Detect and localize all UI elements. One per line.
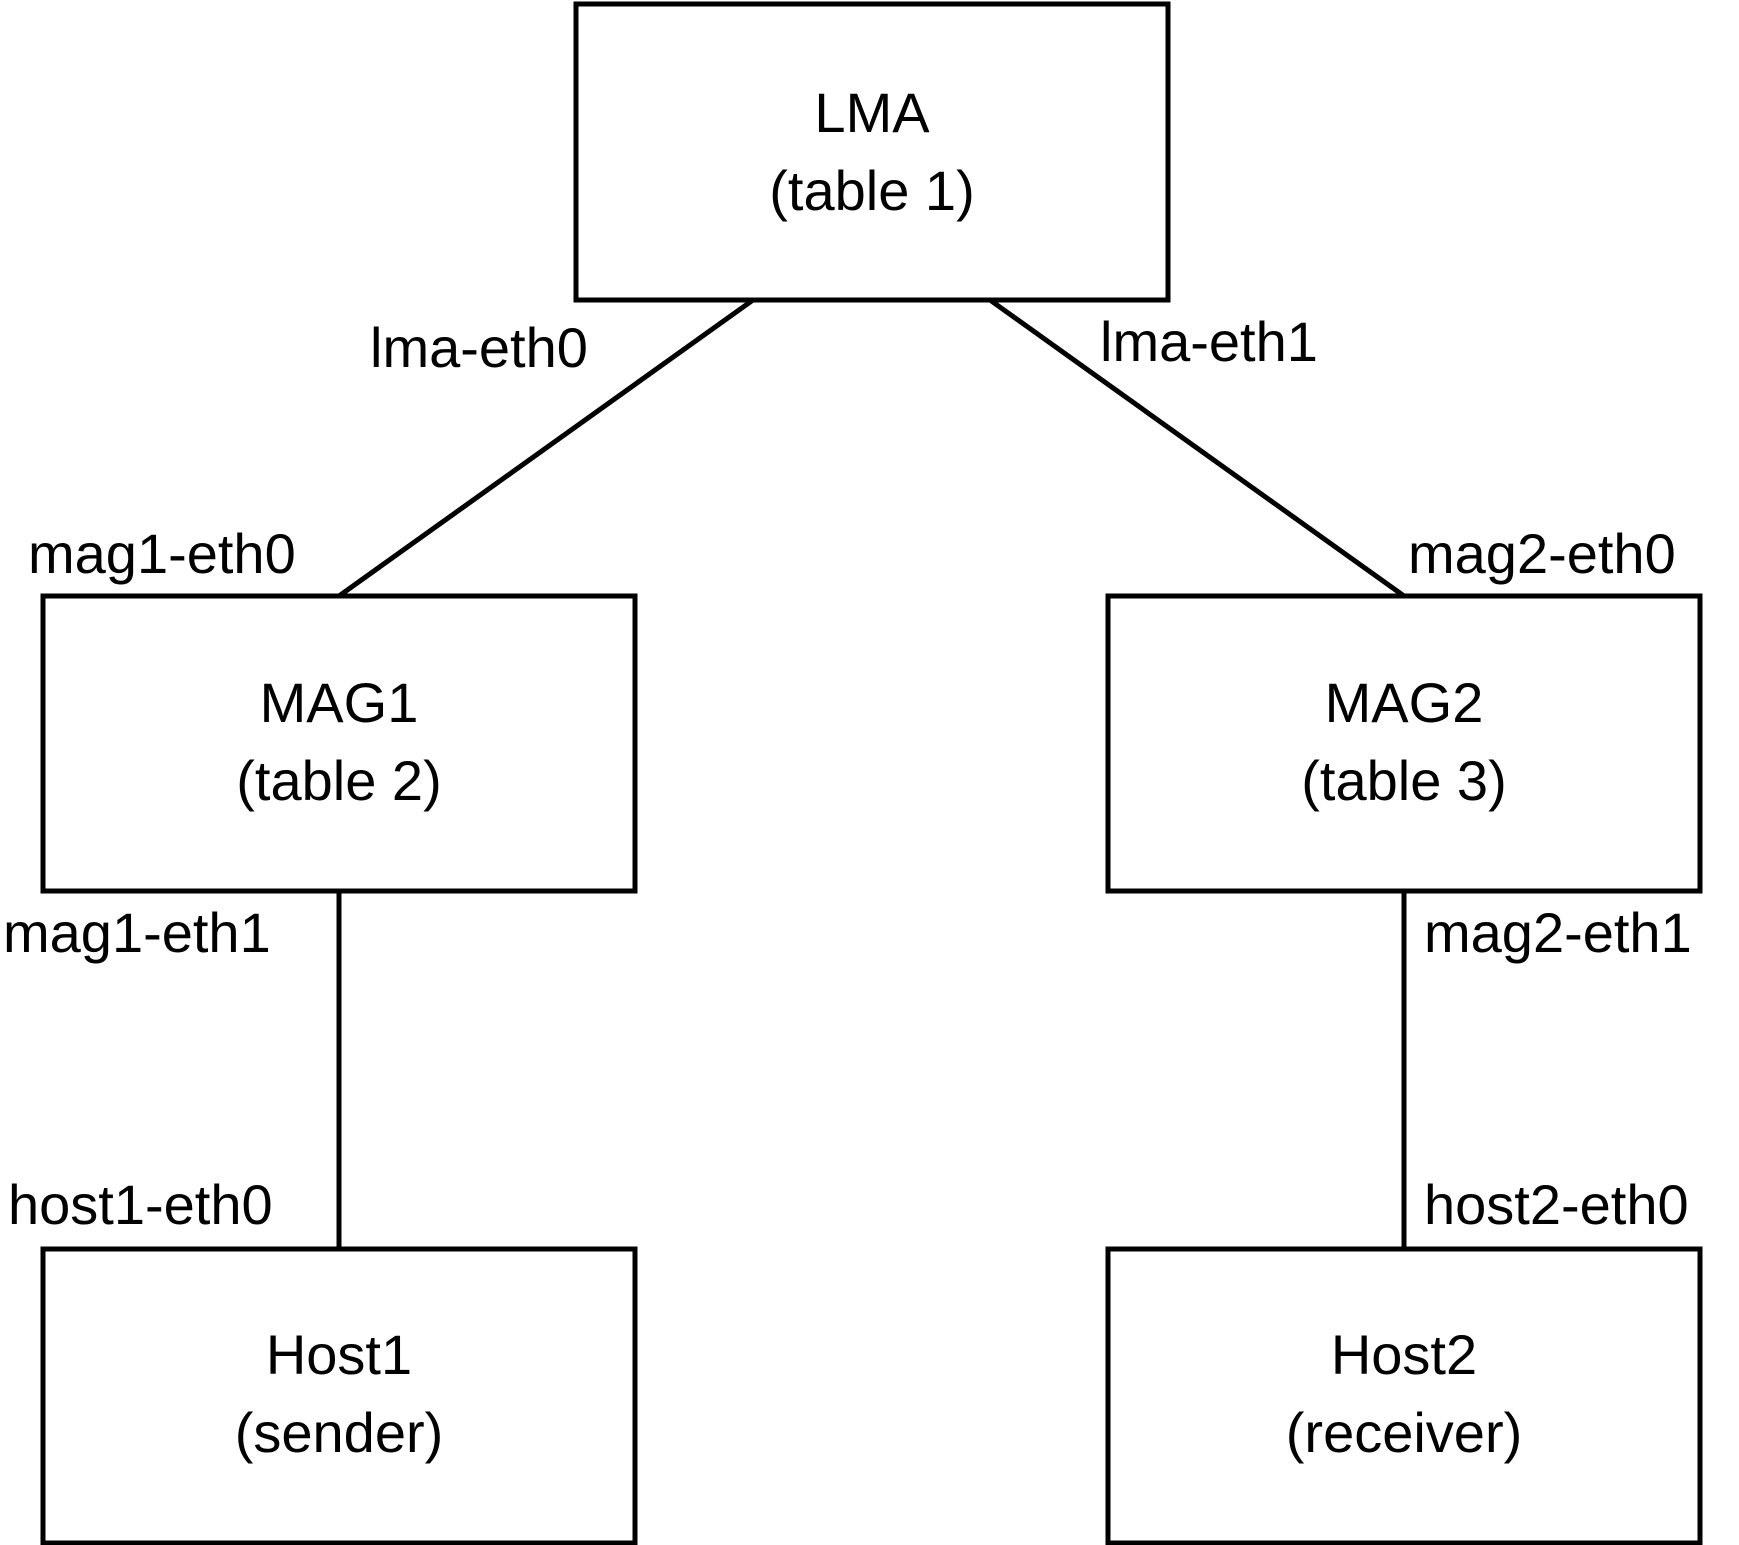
node-host2-detail: (receiver)	[1286, 1401, 1522, 1464]
node-mag2: MAG2 (table 3)	[1105, 593, 1703, 894]
iface-label-mag2-eth1: mag2-eth1	[1424, 901, 1692, 964]
node-mag2-box	[1105, 593, 1703, 894]
iface-label-mag1-eth1: mag1-eth1	[3, 901, 271, 964]
node-mag2-name: MAG2	[1325, 671, 1484, 734]
node-mag1-name: MAG1	[260, 671, 419, 734]
node-host1: Host1 (sender)	[40, 1246, 638, 1545]
node-host1-detail: (sender)	[235, 1401, 444, 1464]
node-lma-name: LMA	[814, 81, 930, 144]
link-lma-mag2	[988, 297, 1406, 599]
iface-label-host2-eth0: host2-eth0	[1424, 1173, 1689, 1236]
node-mag1-box	[40, 593, 638, 894]
node-host2: Host2 (receiver)	[1105, 1246, 1703, 1545]
link-lma-mag1	[337, 297, 755, 599]
node-host1-box	[40, 1246, 638, 1545]
node-lma: LMA (table 1)	[573, 1, 1171, 303]
iface-label-host1-eth0: host1-eth0	[8, 1173, 273, 1236]
iface-label-mag1-eth0: mag1-eth0	[28, 522, 296, 585]
node-host2-name: Host2	[1331, 1323, 1477, 1386]
iface-label-mag2-eth0: mag2-eth0	[1408, 522, 1676, 585]
node-host2-box	[1105, 1246, 1703, 1545]
iface-label-lma-eth1: lma-eth1	[1100, 310, 1318, 373]
iface-label-lma-eth0: lma-eth0	[370, 316, 588, 379]
node-mag1-detail: (table 2)	[236, 749, 441, 812]
node-mag1: MAG1 (table 2)	[40, 593, 638, 894]
node-mag2-detail: (table 3)	[1301, 749, 1506, 812]
node-lma-box	[573, 1, 1171, 303]
node-lma-detail: (table 1)	[769, 159, 974, 222]
node-host1-name: Host1	[266, 1323, 412, 1386]
